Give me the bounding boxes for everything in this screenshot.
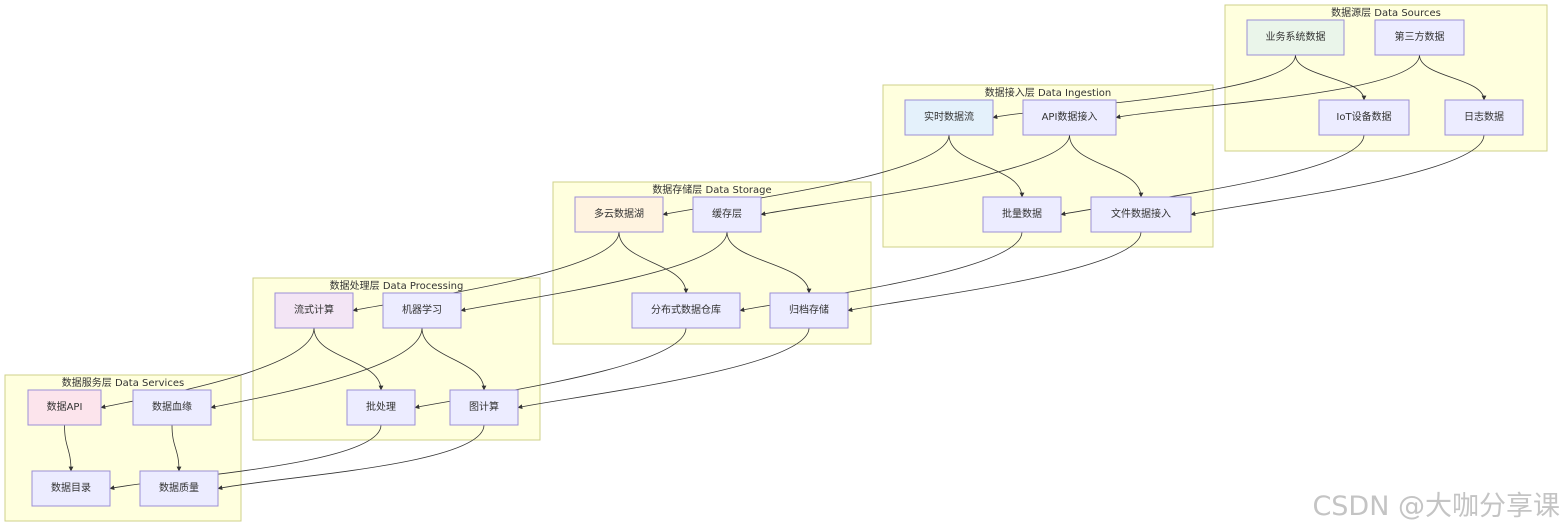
cluster-title-sources: 数据源层 Data Sources: [1331, 6, 1441, 19]
node-label-log: 日志数据: [1464, 110, 1504, 123]
node-box-stream: [274, 292, 354, 329]
node-box-lake: [574, 196, 664, 233]
node-box-batch: [982, 196, 1062, 233]
node-box-biz: [1246, 19, 1345, 56]
node-dapi[interactable]: 数据API: [27, 389, 102, 426]
node-box-third: [1374, 19, 1465, 56]
node-box-api: [1022, 99, 1117, 136]
node-box-archive: [769, 292, 849, 329]
node-label-api: API数据接入: [1042, 110, 1098, 123]
node-label-batch: 批量数据: [1002, 207, 1042, 220]
edge-dapi-catalog: [64, 424, 74, 472]
node-cache[interactable]: 缓存层: [692, 196, 762, 233]
node-box-ml: [382, 292, 462, 329]
node-box-dapi: [27, 389, 102, 426]
node-box-log: [1444, 99, 1524, 136]
edge-third-api: [1115, 54, 1420, 120]
node-lake[interactable]: 多云数据湖: [574, 196, 664, 233]
node-rt[interactable]: 实时数据流: [904, 99, 994, 136]
node-log[interactable]: 日志数据: [1444, 99, 1524, 136]
node-label-stream: 流式计算: [294, 303, 334, 316]
node-box-bproc: [346, 389, 416, 426]
node-box-catalog: [31, 470, 111, 507]
node-label-catalog: 数据目录: [51, 481, 91, 494]
node-label-lake: 多云数据湖: [594, 207, 644, 220]
node-ml[interactable]: 机器学习: [382, 292, 462, 329]
node-label-biz: 业务系统数据: [1266, 30, 1326, 43]
edge-graph-quality: [217, 424, 485, 491]
cluster-title-ingestion: 数据接入层 Data Ingestion: [985, 86, 1111, 99]
cluster-title-storage: 数据存储层 Data Storage: [652, 183, 771, 196]
node-label-rt: 实时数据流: [924, 110, 974, 123]
edge-api-file: [1069, 134, 1144, 198]
node-label-quality: 数据质量: [159, 481, 199, 494]
node-api[interactable]: API数据接入: [1022, 99, 1117, 136]
node-quality[interactable]: 数据质量: [139, 470, 219, 507]
edge-cache-archive: [726, 231, 812, 294]
node-biz[interactable]: 业务系统数据: [1246, 19, 1345, 56]
edge-lake-dw: [618, 231, 689, 294]
node-box-file: [1090, 196, 1192, 233]
node-box-graph: [449, 389, 519, 426]
node-label-dapi: 数据API: [47, 400, 83, 413]
node-label-cache: 缓存层: [712, 207, 742, 220]
node-file[interactable]: 文件数据接入: [1090, 196, 1192, 233]
edge-log-file: [1190, 134, 1485, 217]
node-label-third: 第三方数据: [1395, 30, 1445, 43]
node-label-ml: 机器学习: [402, 303, 442, 316]
node-label-archive: 归档存储: [789, 303, 829, 316]
edge-rt-batch: [948, 134, 1025, 198]
node-box-lineage: [132, 389, 212, 426]
edge-stream-dapi: [100, 327, 315, 410]
edge-archive-graph: [517, 327, 810, 410]
cluster-title-processing: 数据处理层 Data Processing: [330, 279, 464, 292]
node-box-rt: [904, 99, 994, 136]
node-catalog[interactable]: 数据目录: [31, 470, 111, 507]
node-box-cache: [692, 196, 762, 233]
node-box-dw: [631, 292, 741, 329]
node-label-bproc: 批处理: [366, 400, 396, 413]
node-box-iot: [1318, 99, 1410, 136]
node-label-lineage: 数据血缘: [152, 400, 192, 413]
node-label-graph: 图计算: [469, 400, 499, 413]
edge-third-log: [1419, 54, 1487, 101]
watermark: CSDN @大咖分享课: [1312, 491, 1560, 522]
node-dw[interactable]: 分布式数据仓库: [631, 292, 741, 329]
cluster-title-services: 数据服务层 Data Services: [62, 376, 184, 389]
node-archive[interactable]: 归档存储: [769, 292, 849, 329]
node-box-quality: [139, 470, 219, 507]
node-label-iot: IoT设备数据: [1336, 110, 1391, 123]
edge-ml-lineage: [210, 327, 423, 410]
node-iot[interactable]: IoT设备数据: [1318, 99, 1410, 136]
node-bproc[interactable]: 批处理: [346, 389, 416, 426]
node-stream[interactable]: 流式计算: [274, 292, 354, 329]
node-lineage[interactable]: 数据血缘: [132, 389, 212, 426]
edge-api-cache: [760, 134, 1070, 217]
node-label-dw: 分布式数据仓库: [651, 303, 721, 316]
clusters-layer: 数据源层 Data Sources 数据接入层 Data Ingestion 数据存…: [4, 4, 1548, 522]
edge-cache-ml: [460, 231, 728, 313]
edge-dw-bproc: [414, 327, 687, 410]
node-label-file: 文件数据接入: [1111, 207, 1171, 220]
node-third[interactable]: 第三方数据: [1374, 19, 1465, 56]
edge-lineage-quality: [171, 424, 182, 472]
node-graph[interactable]: 图计算: [449, 389, 519, 426]
edge-stream-bproc: [313, 327, 384, 391]
edge-biz-iot: [1295, 54, 1367, 101]
edge-ml-graph: [421, 327, 487, 391]
edge-file-archive: [847, 231, 1142, 313]
node-batch[interactable]: 批量数据: [982, 196, 1062, 233]
